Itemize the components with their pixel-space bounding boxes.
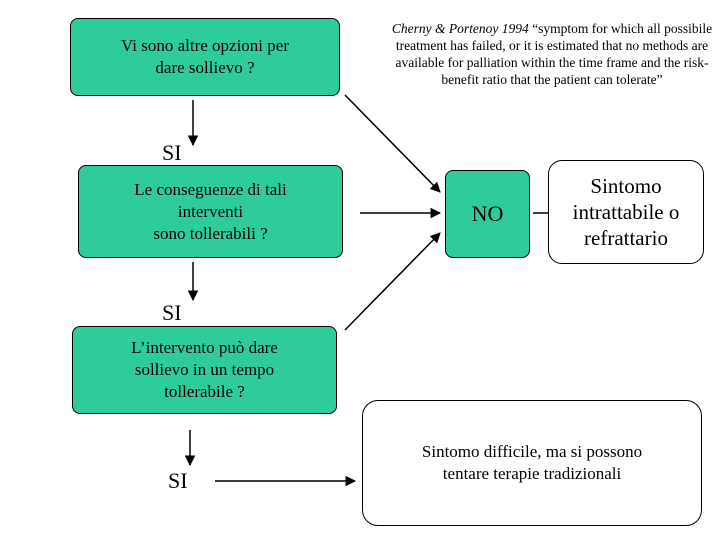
definition-quote: Cherny & Portenoy 1994 “symptom for whic…	[388, 20, 716, 88]
arrow-q1-to-no	[344, 94, 441, 193]
si-label-3: SI	[168, 468, 188, 493]
quote-author: Cherny & Portenoy 1994	[391, 21, 529, 36]
si-label-2: SI	[162, 300, 182, 325]
no-box: NO	[445, 170, 530, 258]
arrow-q3-to-no	[344, 232, 441, 331]
si-label-1: SI	[162, 140, 182, 165]
refractory-symptom-text: Sintomo intrattabile o refrattario	[572, 174, 680, 250]
question-box-options: Vi sono altre opzioni per dare sollievo …	[70, 18, 340, 96]
question-options-text: Vi sono altre opzioni per dare sollievo …	[121, 36, 289, 77]
refractory-symptom-box: Sintomo intrattabile o refrattario	[548, 160, 704, 264]
difficult-symptom-box: Sintomo difficile, ma si possono tentare…	[362, 400, 702, 526]
question-box-tolerable-time: L’intervento può dare sollievo in un tem…	[72, 326, 337, 414]
difficult-symptom-text: Sintomo difficile, ma si possono tentare…	[421, 442, 643, 483]
no-text: NO	[471, 201, 504, 226]
question-box-consequences: Le conseguenze di tali interventi sono t…	[78, 165, 343, 258]
quote-text: “symptom for which all possibile treatme…	[395, 21, 713, 87]
question-tolerable-time-text: L’intervento può dare sollievo in un tem…	[131, 338, 278, 401]
question-consequences-text: Le conseguenze di tali interventi sono t…	[134, 179, 287, 243]
